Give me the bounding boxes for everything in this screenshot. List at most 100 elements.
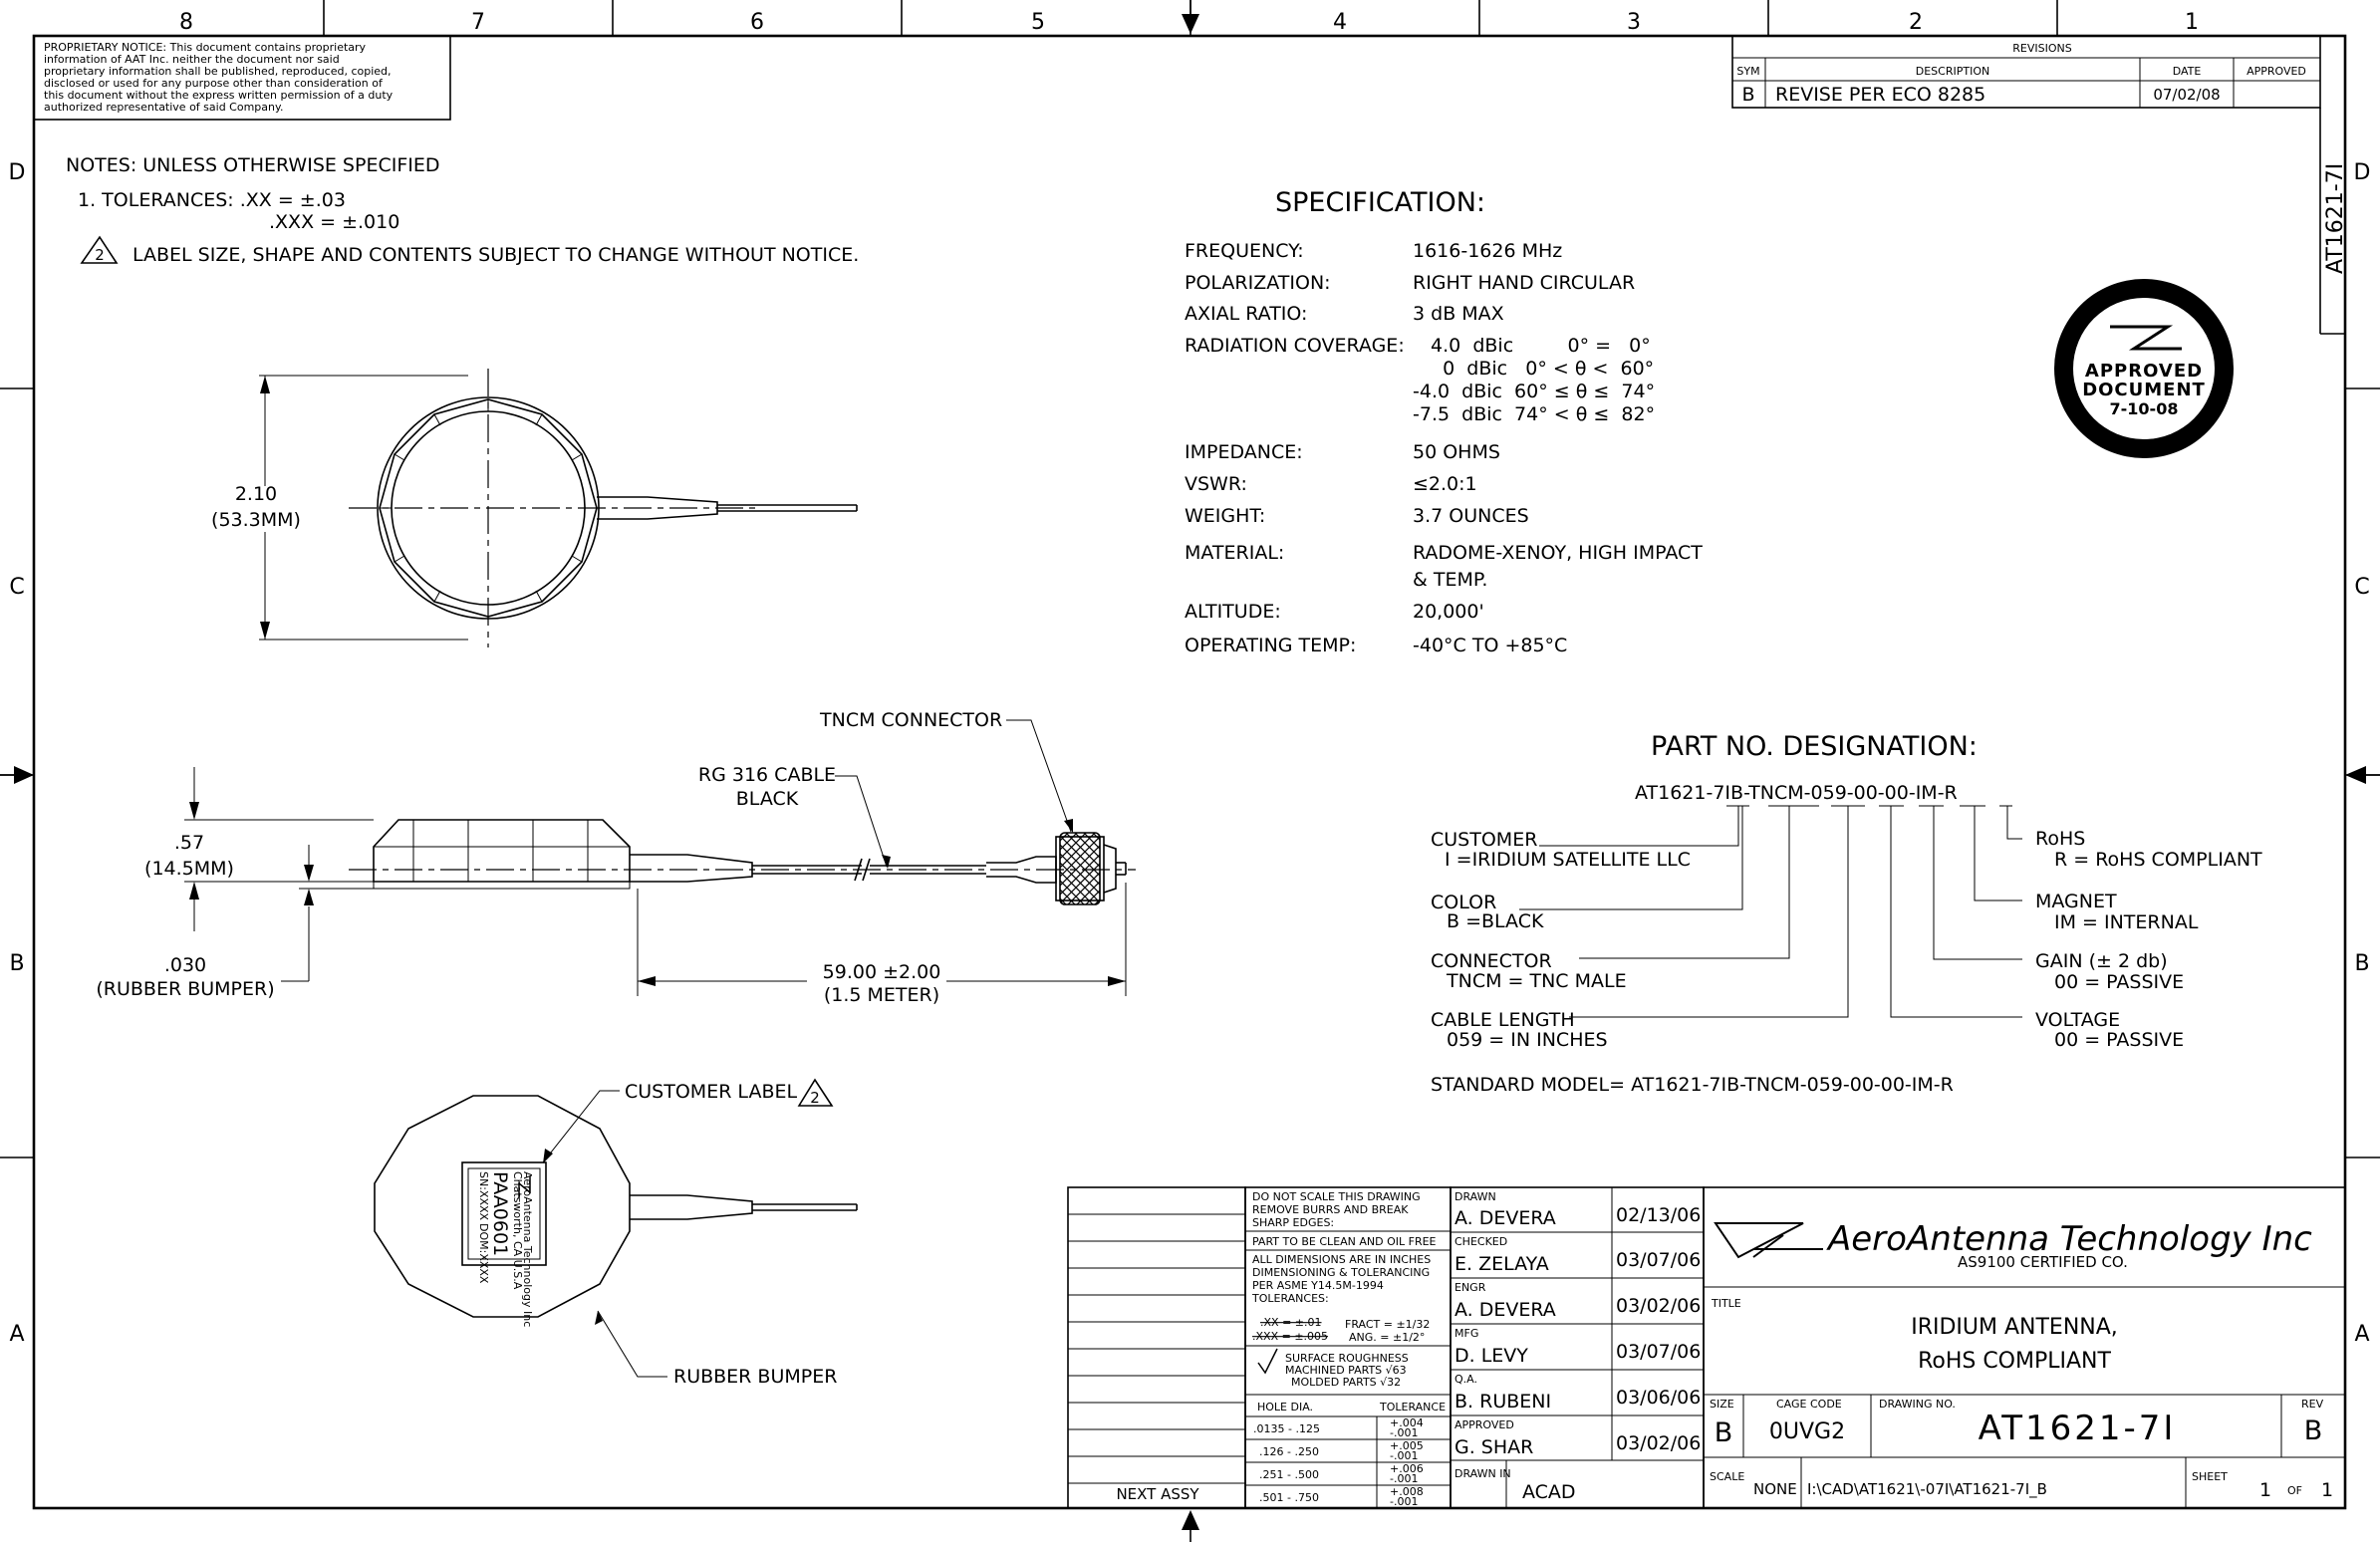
hole-tol-minus: -.001 xyxy=(1390,1426,1418,1439)
sig-name: G. SHAR xyxy=(1454,1436,1533,1458)
hole-range: .501 - .750 xyxy=(1259,1491,1319,1504)
sig-role: ENGR xyxy=(1454,1281,1486,1294)
label-logo-icon xyxy=(518,1176,531,1198)
sig-role: CHECKED xyxy=(1454,1235,1507,1248)
check-icon xyxy=(1257,1348,1278,1375)
part-number: AT1621-7IB-TNCM-059-00-00-IM-R xyxy=(1635,782,1958,804)
stamp-logo-icon xyxy=(2110,325,2182,351)
sig-role: APPROVED xyxy=(1454,1418,1514,1431)
tol-xxx: .XXX = ±.005 xyxy=(1252,1330,1328,1343)
zone-labels: 8 7 6 5 4 3 2 1 D C B A D C B A xyxy=(9,10,2371,1347)
desig-gain-value: 00 = PASSIVE xyxy=(2054,971,2184,993)
spec-value: -40°C TO +85°C xyxy=(1413,635,1567,656)
proprietary-notice: PROPRIETARY NOTICE: This document contai… xyxy=(33,35,451,121)
customer-label-text: CUSTOMER LABEL xyxy=(625,1081,797,1103)
drawn-in-value: ACAD xyxy=(1522,1481,1576,1503)
tol-fract: FRACT = ±1/32 xyxy=(1345,1318,1430,1331)
zone-4: 4 xyxy=(1333,10,1347,35)
rev-label: REV xyxy=(2301,1398,2324,1411)
tol-ang: ANG. = ±1/2° xyxy=(1349,1331,1425,1344)
title-line-2: RoHS COMPLIANT xyxy=(1918,1349,2111,1374)
spec-label: RADIATION COVERAGE: xyxy=(1185,335,1405,357)
side-dwg-text: AT1621-7I xyxy=(2323,163,2348,274)
sig-date: 03/06/06 xyxy=(1616,1387,1701,1409)
spec-label: MATERIAL: xyxy=(1185,542,1284,564)
zone-1: 1 xyxy=(2185,10,2199,35)
dim-length: 59.00 ±2.00 xyxy=(823,961,941,983)
hole-range: .126 - .250 xyxy=(1259,1445,1319,1458)
surface-machined: MACHINED PARTS √63 xyxy=(1285,1364,1407,1377)
zone-c-right: C xyxy=(2354,575,2369,600)
coverage-line: -7.5 dBic 74° < θ ≤ 82° xyxy=(1413,403,1655,425)
hole-tol-minus: -.001 xyxy=(1390,1449,1418,1462)
sig-role: Q.A. xyxy=(1454,1373,1477,1386)
sig-date: 02/13/06 xyxy=(1616,1204,1701,1226)
title-block: NEXT ASSY DO NOT SCALE THIS DRAWING REMO… xyxy=(1067,1186,2346,1509)
general-notes: NOTES: UNLESS OTHERWISE SPECIFIED 1. TOL… xyxy=(66,154,859,266)
approved-stamp: APPROVED DOCUMENT 7-10-08 xyxy=(2054,279,2234,458)
spec-label: FREQUENCY: xyxy=(1185,240,1304,262)
coverage-line: -4.0 dBic 60° ≤ θ ≤ 74° xyxy=(1413,381,1655,402)
sig-date: 03/02/06 xyxy=(1616,1295,1701,1317)
spec-label: OPERATING TEMP: xyxy=(1185,635,1356,656)
zone-7: 7 xyxy=(471,10,485,35)
hole-tol-plus: +.005 xyxy=(1390,1439,1424,1452)
spec-value: RADOME-XENOY, HIGH IMPACT xyxy=(1413,542,1703,564)
revisions-title: REVISIONS xyxy=(2012,42,2071,55)
sig-name: B. RUBENI xyxy=(1454,1391,1551,1413)
sig-date: 03/07/06 xyxy=(1616,1249,1701,1271)
part-title: PART NO. DESIGNATION: xyxy=(1651,731,1978,762)
coverage-line: 0 dBic 0° < θ < 60° xyxy=(1425,358,1654,380)
tb-note: ALL DIMENSIONS ARE IN INCHES xyxy=(1252,1253,1431,1266)
tb-note: TOLERANCES: xyxy=(1251,1292,1329,1305)
hole-range: .0135 - .125 xyxy=(1253,1422,1320,1435)
note-2: LABEL SIZE, SHAPE AND CONTENTS SUBJECT T… xyxy=(132,244,859,266)
desig-color: COLOR xyxy=(1431,892,1496,913)
dim-diameter: 2.10 xyxy=(235,483,277,505)
zone-c-left: C xyxy=(9,575,24,600)
rev-value: B xyxy=(2304,1415,2323,1446)
company-logo-icon xyxy=(1714,1222,1823,1259)
spec-value: & TEMP. xyxy=(1413,569,1487,591)
desig-cable: CABLE LENGTH xyxy=(1431,1009,1575,1031)
hole-range: .251 - .500 xyxy=(1259,1468,1319,1481)
rev-header-desc: DESCRIPTION xyxy=(1916,65,1989,78)
desig-gain: GAIN (± 2 db) xyxy=(2035,950,2168,972)
dim-height-mm: (14.5MM) xyxy=(144,858,234,880)
drawn-in-label: DRAWN IN xyxy=(1454,1467,1511,1480)
delta-note-number: 2 xyxy=(95,246,105,264)
proprietary-line: this document without the express writte… xyxy=(44,89,394,102)
sig-role: MFG xyxy=(1454,1327,1478,1340)
desig-voltage: VOLTAGE xyxy=(2035,1009,2120,1031)
delta-note-number: 2 xyxy=(810,1089,820,1107)
sig-date: 03/07/06 xyxy=(1616,1341,1701,1363)
spec-value: 3.7 OUNCES xyxy=(1413,505,1529,527)
zone-d-left: D xyxy=(9,160,26,185)
side-view: .57 (14.5MM) .030 (RUBBER BUMPER) RG 316… xyxy=(96,709,1136,1006)
desig-rohs-value: R = RoHS COMPLIANT xyxy=(2054,849,2262,871)
tb-note: DO NOT SCALE THIS DRAWING xyxy=(1252,1190,1421,1203)
spec-label: WEIGHT: xyxy=(1185,505,1265,527)
spec-label: POLARIZATION: xyxy=(1185,272,1331,294)
top-view: 2.10 (53.3MM) xyxy=(211,369,858,647)
zone-a-left: A xyxy=(9,1322,24,1347)
standard-model: STANDARD MODEL= AT1621-7IB-TNCM-059-00-0… xyxy=(1431,1074,1954,1096)
spec-label: IMPEDANCE: xyxy=(1185,441,1303,463)
rev-row-sym: B xyxy=(1741,84,1754,106)
desig-connector-value: TNCM = TNC MALE xyxy=(1446,970,1627,992)
hole-tol-plus: +.006 xyxy=(1390,1462,1424,1475)
spec-value: ≤2.0:1 xyxy=(1413,473,1477,495)
spec-label: ALTITUDE: xyxy=(1185,601,1281,623)
coverage-line: 4.0 dBic 0° = 0° xyxy=(1425,335,1651,357)
cage-label: CAGE CODE xyxy=(1776,1398,1842,1411)
proprietary-line: information of AAT Inc. neither the docu… xyxy=(44,53,340,66)
company-name: AeroAntenna Technology Inc xyxy=(1826,1219,2312,1259)
dwg-no-value: AT1621-7I xyxy=(1979,1409,2177,1448)
desig-connector: CONNECTOR xyxy=(1431,950,1552,972)
cage-value: 0UVG2 xyxy=(1769,1419,1845,1444)
tb-note: PER ASME Y14.5M-1994 xyxy=(1252,1279,1384,1292)
spec-value: 3 dB MAX xyxy=(1413,303,1504,325)
surface-molded: MOLDED PARTS √32 xyxy=(1291,1376,1401,1389)
cable-label: RG 316 CABLE xyxy=(698,764,836,786)
